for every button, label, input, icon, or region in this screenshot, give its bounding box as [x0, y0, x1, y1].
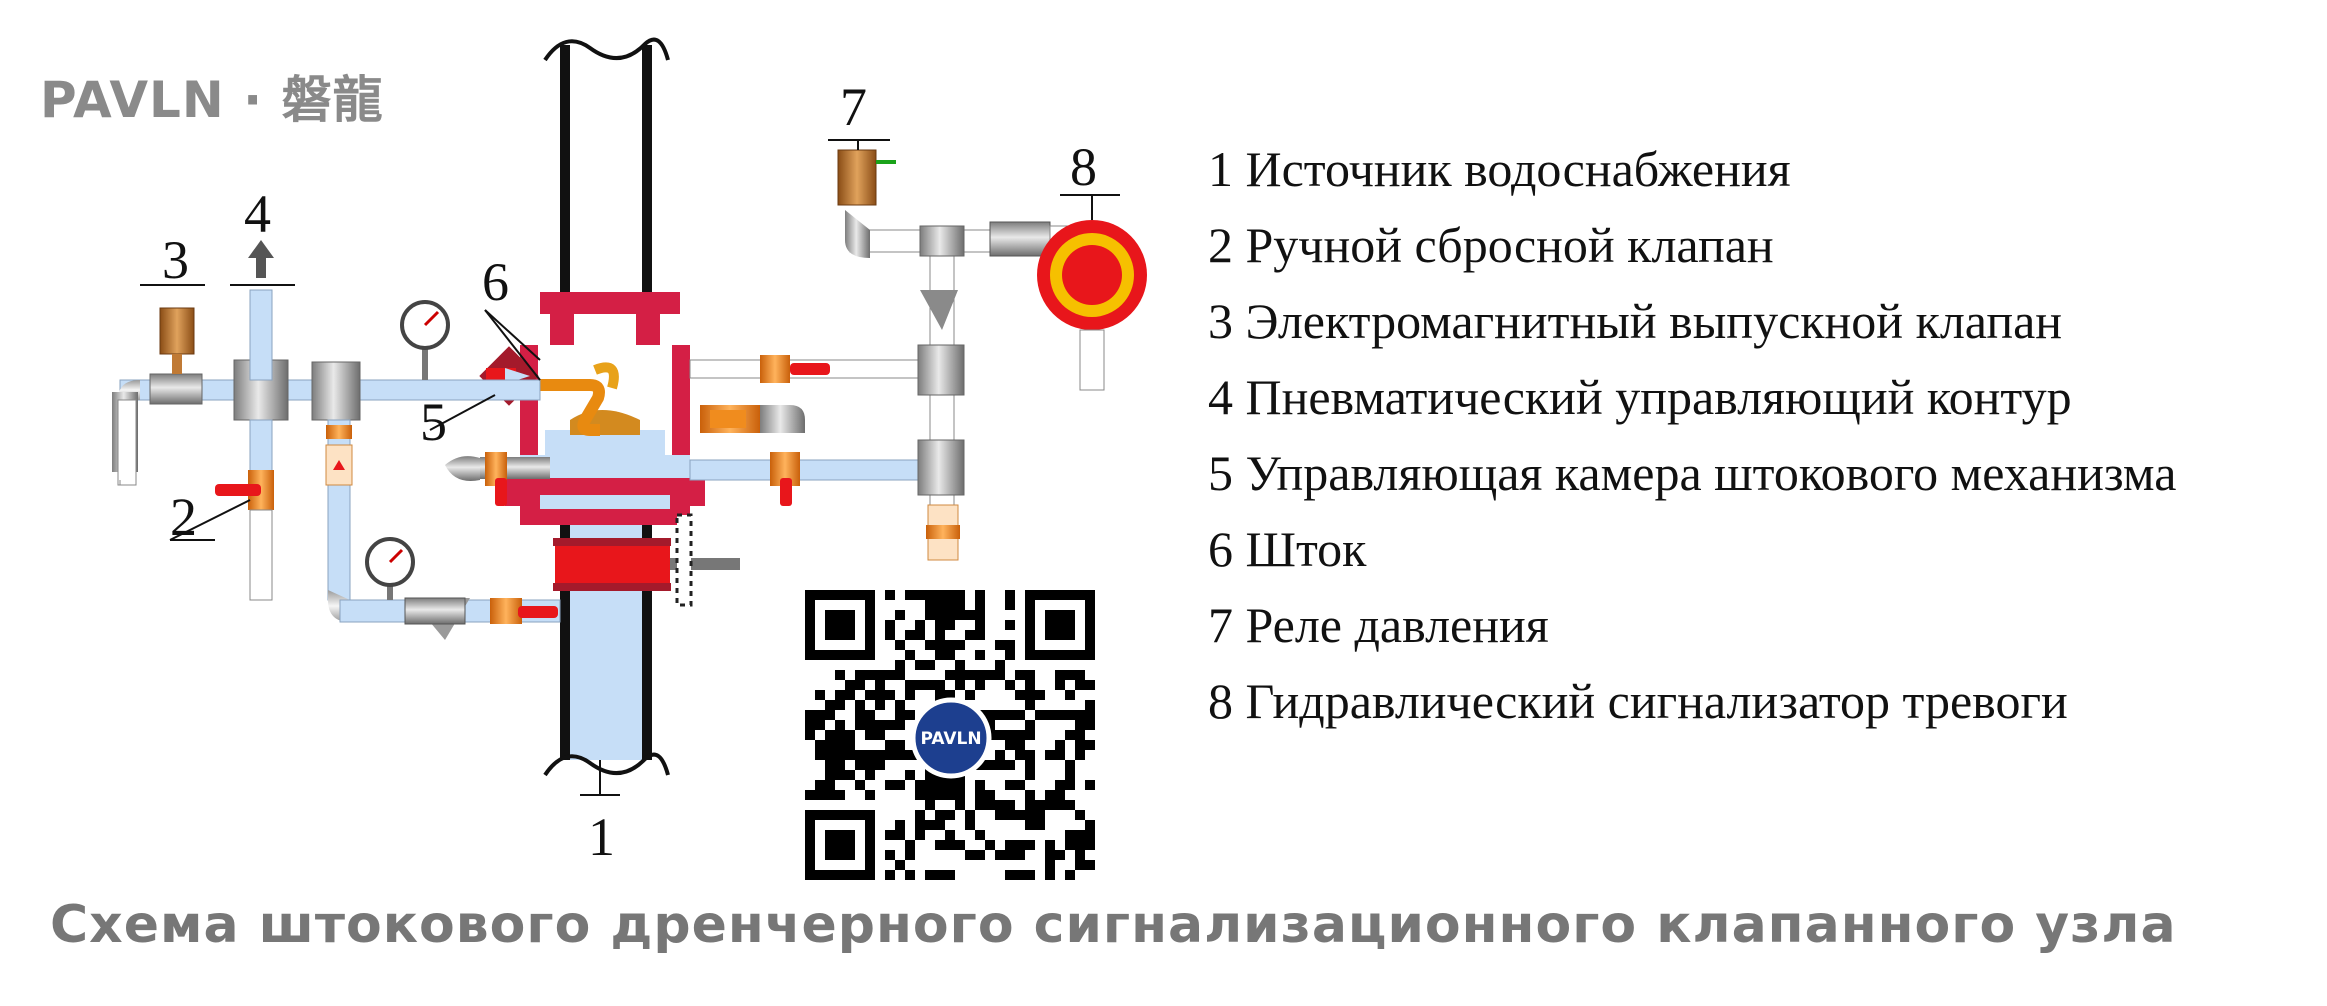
- qr-code: PAVLN: [800, 585, 1105, 890]
- legend-item-6: 6 Шток: [1208, 521, 1367, 577]
- legend-item-4: 4 Пневматический управляющий контур: [1208, 369, 2072, 425]
- legend-item-3: 3 Электромагнитный выпускной клапан: [1208, 293, 2063, 349]
- callout-3: 3: [162, 230, 189, 290]
- callout-2: 2: [170, 487, 197, 547]
- legend-item-2: 2 Ручной сбросной клапан: [1208, 217, 1774, 273]
- qr-badge: PAVLN: [920, 729, 981, 749]
- legend-list: 1 Источник водоснабжения 2 Ручной сбросн…: [1208, 136, 2176, 744]
- brand-logo: PAVLN · 磐龍: [40, 71, 384, 129]
- callout-4: 4: [244, 184, 271, 244]
- legend-item-8: 8 Гидравлический сигнализатор тревоги: [1208, 673, 2068, 729]
- legend-item-5: 5 Управляющая камера штокового механизма: [1208, 445, 2177, 501]
- callout-8: 8: [1070, 137, 1097, 197]
- right-trim: [445, 139, 1147, 561]
- left-trim: [112, 240, 561, 640]
- callout-6: 6: [482, 252, 509, 312]
- callout-7: 7: [840, 77, 867, 137]
- callout-1: 1: [588, 807, 615, 867]
- callout-5: 5: [420, 392, 447, 452]
- diagram-title: Схема штокового дренчерного сигнализацио…: [50, 895, 2177, 955]
- drain-valve: [553, 513, 740, 607]
- legend-item-1: 1 Источник водоснабжения: [1208, 141, 1791, 197]
- legend-item-7: 7 Реле давления: [1208, 597, 1549, 653]
- stem: [540, 362, 619, 436]
